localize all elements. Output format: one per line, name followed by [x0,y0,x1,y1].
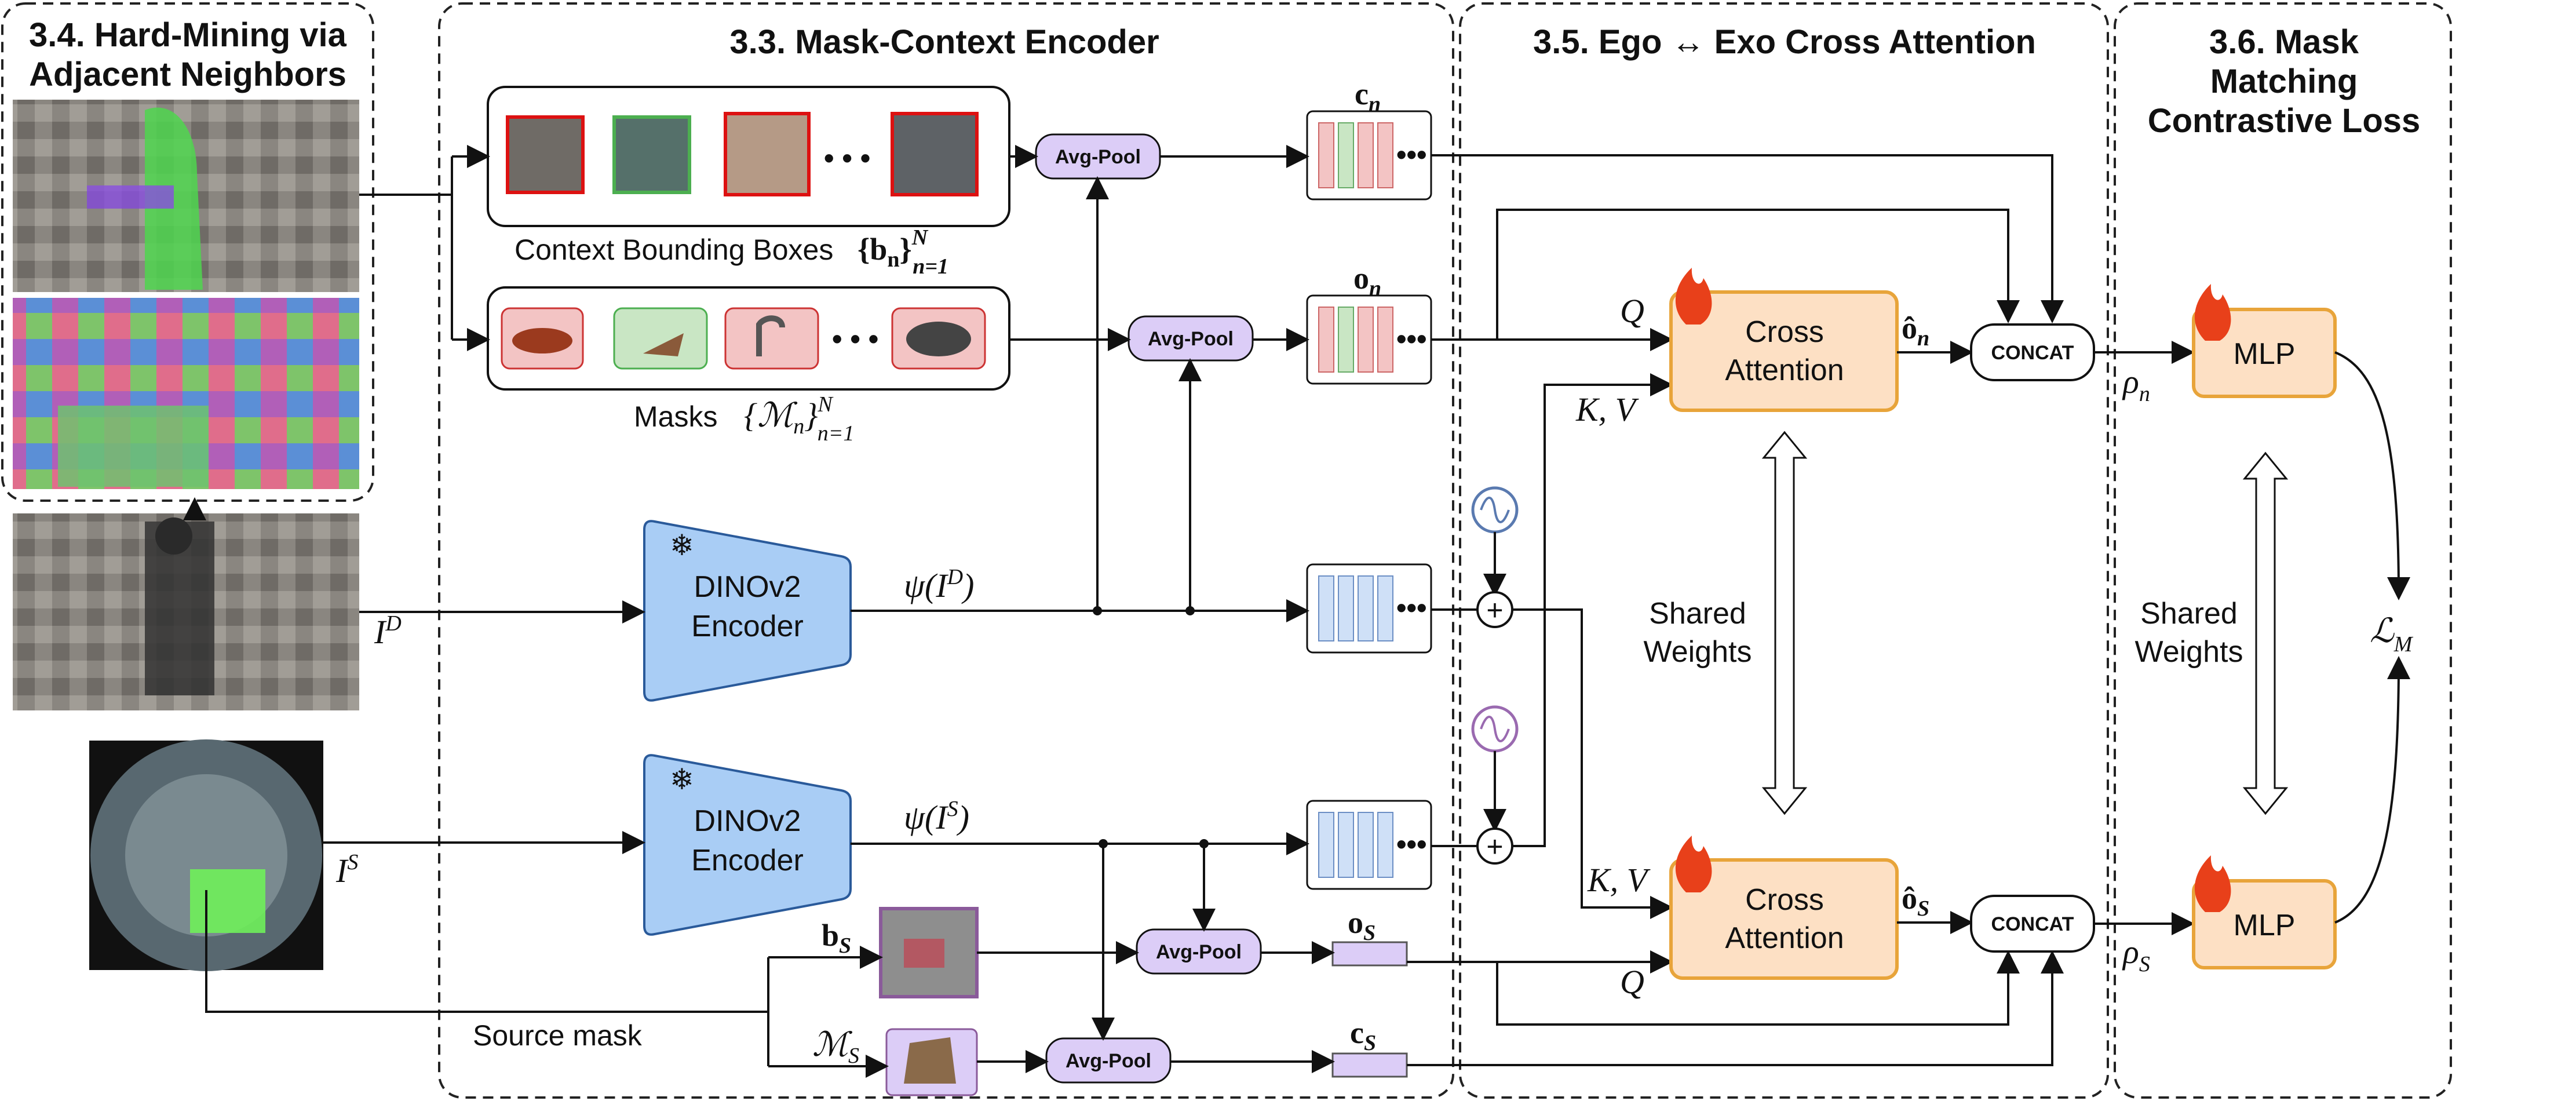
flame-icon [2194,855,2231,912]
cS-label: cS [1350,1015,1376,1055]
mlp-top-label: MLP [2234,337,2296,371]
psi-S-label: ψ(IS) [904,797,969,836]
rho-S-label: ρS [2122,933,2150,976]
masks-label: Masks [634,400,717,433]
MS-label: ℳS [812,1026,859,1068]
cross-attention-bottom-line1: Cross [1745,883,1824,917]
hard-mining-title-line1: 3.4. Hard-Mining via [29,16,347,54]
svg-text:•••: ••• [1396,138,1427,171]
flame-icon [1675,268,1712,325]
shared-weights-arrow-attn [1761,431,1808,815]
context-boxes-label: Context Bounding Boxes [515,234,833,266]
svg-text:•••: ••• [1396,828,1427,861]
contrastive-title-line2: Matching [2210,63,2358,100]
ego-image [89,739,323,971]
rho-n-label: ρn [2122,363,2150,406]
avg-pool-masks-label: Avg-Pool [1148,328,1234,350]
cross-attention-top-line1: Cross [1745,315,1824,349]
o-hat-n-label: ôn [1902,311,1929,351]
o-hat-S-label: ôS [1902,881,1929,921]
encoder-ego-line2: Encoder [691,844,804,877]
svg-text:+: + [1486,594,1503,626]
encoder-exo [643,520,852,702]
token-oS [1331,941,1408,967]
avg-pool-bs-label: Avg-Pool [1156,941,1242,963]
context-ellipsis: • • • [824,142,870,174]
avg-pool-ms-label: Avg-Pool [1066,1050,1151,1072]
on-label: on [1353,261,1381,301]
snowflake-icon: ❄ [670,529,694,562]
token-stack-psi-D: ••• [1306,563,1432,654]
token-stack-psi-S: ••• [1306,800,1432,890]
shared-weights-arrow-mlp [2242,451,2289,815]
flame-icon [1675,836,1712,892]
encoder-ego [643,754,852,936]
svg-text:•••: ••• [1396,323,1427,355]
source-mask-label: Source mask [473,1019,643,1052]
contrastive-section [2114,2,2452,1099]
hard-mining-title-line2: Adjacent Neighbors [29,56,346,93]
shared-weights-mlp-line2: Weights [2135,635,2243,669]
exo-image [13,513,359,710]
mlp-bottom-label: MLP [2234,909,2296,942]
mask-tile-2 [613,307,708,370]
mask-tile-3 [724,307,819,370]
flame-icon [2194,284,2231,341]
neighbor-image-top [13,100,359,292]
KV-label-bottom: K, V [1587,861,1651,899]
svg-text:+: + [1486,830,1503,863]
context-crop-1 [506,115,585,194]
context-crop-3 [724,112,811,196]
token-stack-on: ••• [1306,294,1432,385]
mlp-bottom [2192,879,2337,969]
contrastive-title-line3: Contrastive Loss [2148,102,2421,140]
token-stack-cn: ••• [1306,110,1432,200]
encoder-ego-line1: DINOv2 [694,804,801,838]
mask-context-section [438,2,1454,1099]
cross-attention-section [1459,2,2109,1099]
Q-label-top: Q [1620,292,1644,330]
cn-label: cn [1355,76,1381,116]
encoder-exo-line2: Encoder [691,610,804,643]
context-crop-4 [891,112,979,196]
mask-context-title: 3.3. Mask-Context Encoder [729,23,1159,61]
oS-label: oS [1348,905,1375,945]
mask-ellipsis: • • • [832,323,878,355]
cross-attention-title: 3.5. Ego ↔ Exo Cross Attention [1533,23,2036,61]
cross-attention-top-line2: Attention [1725,353,1844,387]
cross-attention-bottom-line2: Attention [1725,921,1844,955]
bS-label: bS [822,918,851,958]
token-cS [1331,1052,1408,1078]
psi-D-label: ψ(ID) [904,565,974,604]
context-crop-2 [612,115,691,194]
concat-bottom-label: CONCAT [1991,913,2074,935]
encoder-exo-line1: DINOv2 [694,570,801,604]
contrastive-title-line1: 3.6. Mask [2209,23,2359,61]
neighbor-image-segmented [13,298,359,489]
shared-weights-attn-line1: Shared [1649,597,1746,630]
svg-text:•••: ••• [1396,592,1427,624]
I-S-label: IS [335,850,358,889]
shared-weights-mlp-line1: Shared [2140,597,2238,630]
avg-pool-context-label: Avg-Pool [1055,146,1141,168]
snowflake-icon: ❄ [670,763,694,796]
shared-weights-attn-line2: Weights [1644,635,1752,669]
I-D-label: ID [374,611,402,651]
cross-attention-bottom [1669,858,1899,980]
KV-label-top: K, V [1575,391,1640,428]
Q-label-bottom: Q [1620,963,1644,1001]
concat-top-label: CONCAT [1991,342,2074,364]
loss-label: ℒM [2370,612,2414,657]
